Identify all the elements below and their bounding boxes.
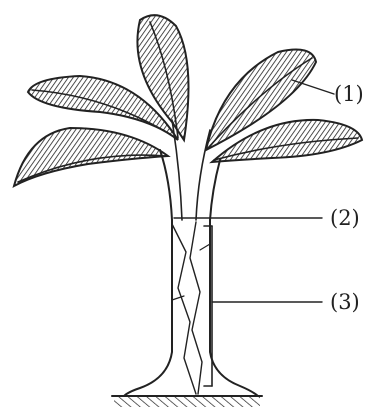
ground xyxy=(112,396,262,407)
leaf-lower-left xyxy=(14,128,168,186)
label-part-2: (2) xyxy=(330,206,360,230)
label-part-3: (3) xyxy=(330,290,360,314)
pseudostem xyxy=(124,120,258,396)
label-part-1: (1) xyxy=(334,82,364,106)
bracket-part-3 xyxy=(204,226,322,386)
leaves xyxy=(14,15,362,186)
